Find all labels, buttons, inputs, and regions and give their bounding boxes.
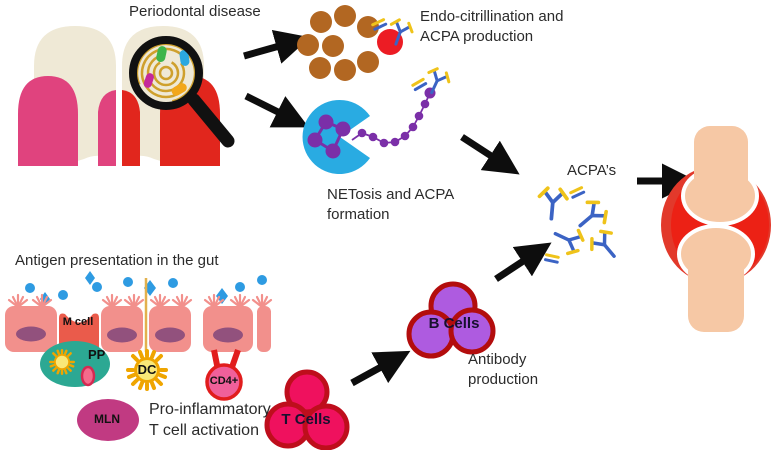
neutrophil-nucleus <box>307 114 351 159</box>
periodontal-disease-label: Periodontal disease <box>129 3 261 20</box>
t-cells <box>264 369 350 450</box>
netosis-label: NETosis and ACPA formation <box>327 186 455 223</box>
dc-label: DC <box>137 362 157 377</box>
bacterium-green <box>156 46 167 63</box>
bone-shaft-bottom <box>688 248 744 332</box>
bacterium-blue <box>179 49 190 66</box>
antigen-gut-label: Antigen presentation in the gut <box>15 252 219 269</box>
peyers-patch <box>40 341 110 387</box>
magnifying-glass-icon <box>129 36 235 148</box>
arrow-tooth-to-bacteria <box>243 29 311 64</box>
cd4-t-cell <box>205 349 243 401</box>
joint-illustration <box>661 126 771 332</box>
epithelial-nuclei <box>16 326 243 343</box>
arrow-netosis-to-acpa <box>460 134 520 175</box>
gut-epithelium <box>5 271 273 441</box>
mln-label: MLN <box>94 412 120 426</box>
t-cells-label: T Cells <box>281 411 331 428</box>
gum-healthy <box>18 76 78 166</box>
bacterium-magenta <box>143 73 154 88</box>
bacteria-cluster <box>297 5 403 81</box>
netosis-cell <box>302 87 436 174</box>
magnifier-handle <box>187 93 235 148</box>
arrow-tcells-to-bcells <box>350 350 411 387</box>
b-cells <box>406 281 496 359</box>
pp-label: PP <box>88 347 106 362</box>
bacterium-orange <box>171 83 187 96</box>
gum-healthy-sliver <box>98 90 116 166</box>
citrullinated-protein <box>377 29 403 55</box>
mesenteric-lymph-node <box>77 399 139 441</box>
gum-diseased-sliver <box>122 90 140 166</box>
acpa-cluster <box>535 185 626 267</box>
acpas-label: ACPA’s <box>567 162 617 179</box>
b-cells-label: B Cells <box>428 315 480 332</box>
endo-citrullination-label: Endo-citrillination and ACPA production <box>420 8 564 45</box>
citrulline-dash-icon <box>411 77 428 92</box>
cd4-label: CD4+ <box>209 375 239 387</box>
net-chain <box>351 92 431 144</box>
pro-inflammatory-label: Pro-inflammatory T cell activation <box>149 401 271 439</box>
bone-shaft-top <box>694 126 748 204</box>
arrow-bcells-to-acpa <box>494 242 552 282</box>
m-cell-label: M cell <box>62 316 94 328</box>
arrow-tooth-to-netosis <box>244 92 309 128</box>
antibody-production-label: Antibody production <box>468 351 539 388</box>
